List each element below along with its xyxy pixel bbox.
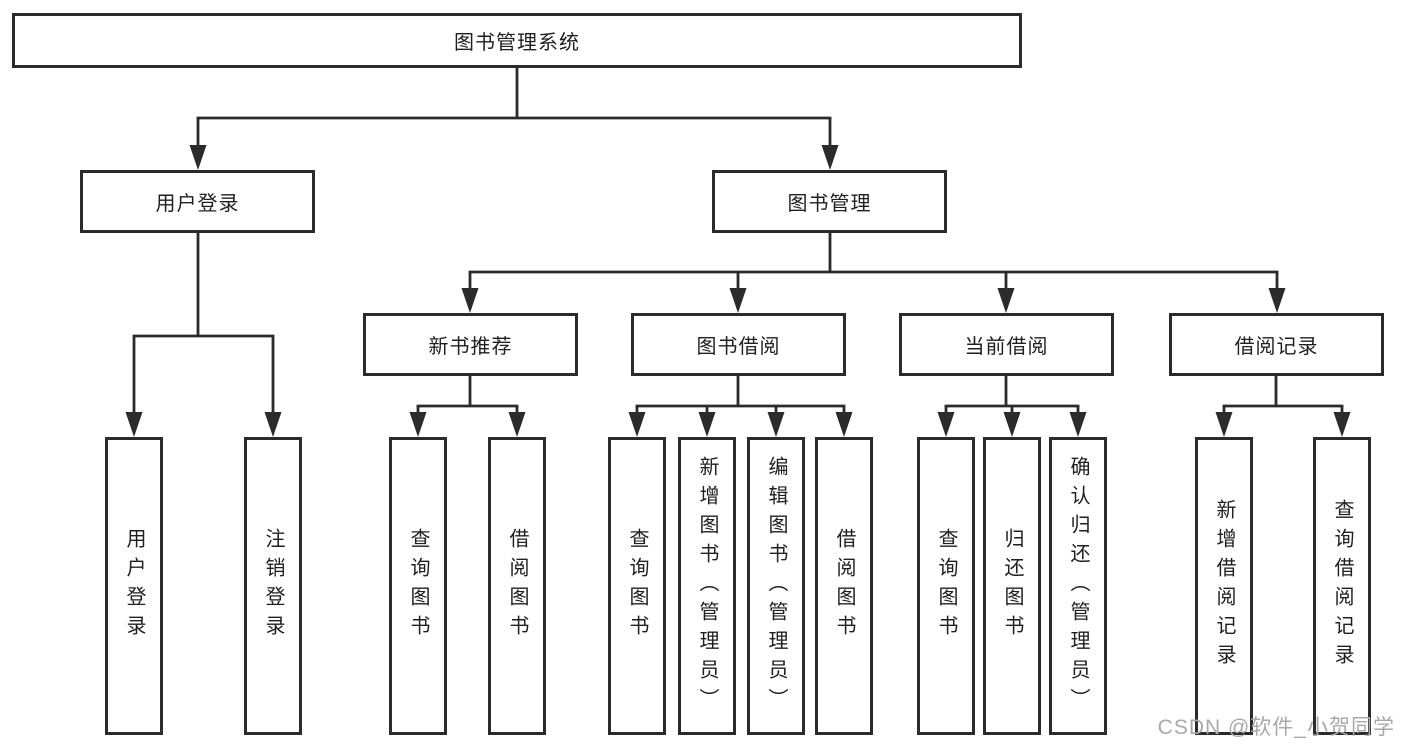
node-label: 新增图书（管理员） bbox=[696, 455, 718, 717]
leaf-query-books-borrowing: 查询图书 bbox=[608, 437, 666, 735]
node-label: 图书借阅 bbox=[696, 336, 781, 358]
node-label: 图书管理 bbox=[787, 193, 872, 215]
leaf-add-borrow-record: 新增借阅记录 bbox=[1195, 437, 1253, 735]
node-label: 查询图书 bbox=[626, 528, 648, 644]
node-label: 新增借阅记录 bbox=[1213, 499, 1235, 673]
node-label: 用户登录 bbox=[123, 528, 145, 644]
leaf-query-books-recommend: 查询图书 bbox=[389, 437, 447, 735]
leaf-add-book-admin: 新增图书（管理员） bbox=[678, 437, 736, 735]
leaf-return-books: 归还图书 bbox=[983, 437, 1041, 735]
node-label: 归还图书 bbox=[1001, 528, 1023, 644]
leaf-borrow-books-borrowing: 借阅图书 bbox=[815, 437, 873, 735]
node-label: 图书管理系统 bbox=[454, 32, 580, 54]
node-label: 查询借阅记录 bbox=[1331, 499, 1353, 673]
node-label: 用户登录 bbox=[155, 193, 240, 215]
node-borrowing-records: 借阅记录 bbox=[1169, 313, 1384, 376]
node-label: 查询图书 bbox=[935, 528, 957, 644]
node-current-borrowing: 当前借阅 bbox=[899, 313, 1114, 376]
node-user-login: 用户登录 bbox=[80, 170, 315, 233]
node-label: 借阅图书 bbox=[506, 528, 528, 644]
leaf-confirm-return-admin: 确认归还（管理员） bbox=[1049, 437, 1107, 735]
node-label: 编辑图书（管理员） bbox=[765, 455, 787, 717]
node-label: 新书推荐 bbox=[428, 336, 513, 358]
node-new-book-recommendation: 新书推荐 bbox=[363, 313, 578, 376]
leaf-query-borrow-record: 查询借阅记录 bbox=[1313, 437, 1371, 735]
node-book-borrowing: 图书借阅 bbox=[631, 313, 846, 376]
node-label: 借阅记录 bbox=[1234, 336, 1319, 358]
node-label: 查询图书 bbox=[407, 528, 429, 644]
leaf-user-login: 用户登录 bbox=[105, 437, 163, 735]
node-book-management: 图书管理 bbox=[712, 170, 947, 233]
node-label: 当前借阅 bbox=[964, 336, 1049, 358]
leaf-borrow-books-recommend: 借阅图书 bbox=[488, 437, 546, 735]
arrowheads bbox=[125, 145, 1351, 437]
leaf-logout: 注销登录 bbox=[244, 437, 302, 735]
node-library-management-system: 图书管理系统 bbox=[12, 13, 1022, 68]
csdn-watermark: CSDN @软件_小贺同学 bbox=[1157, 716, 1395, 739]
leaf-edit-book-admin: 编辑图书（管理员） bbox=[747, 437, 805, 735]
leaf-query-books-current: 查询图书 bbox=[917, 437, 975, 735]
node-label: 借阅图书 bbox=[833, 528, 855, 644]
node-label: 注销登录 bbox=[262, 528, 284, 644]
node-label: 确认归还（管理员） bbox=[1067, 455, 1089, 717]
